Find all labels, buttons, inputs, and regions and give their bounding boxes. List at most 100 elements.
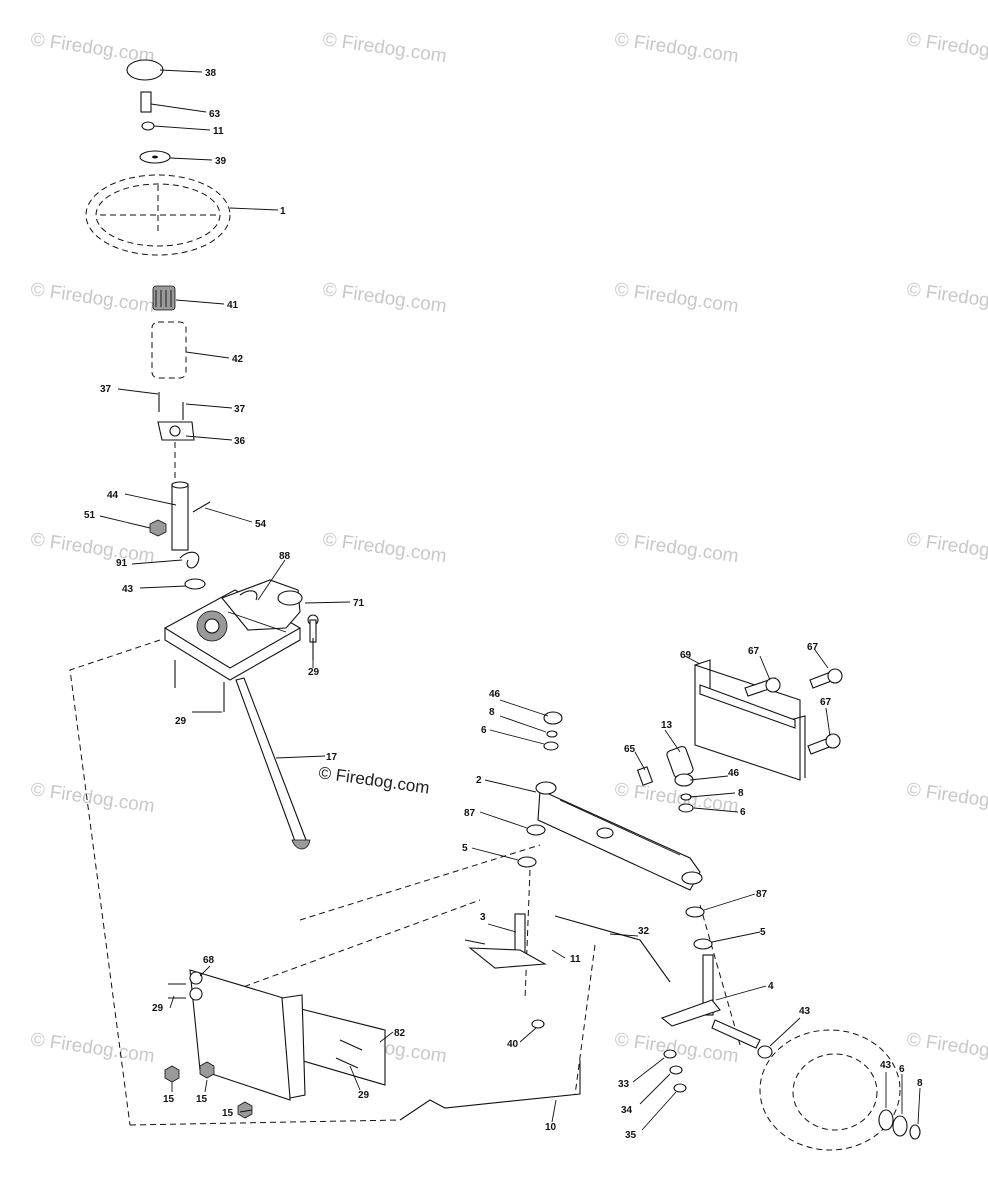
clip-part bbox=[239, 590, 258, 601]
part-label-68: 68 bbox=[203, 955, 215, 966]
front-axle-assembly bbox=[464, 659, 921, 1151]
spindle-part bbox=[514, 913, 526, 955]
steering-wheel-part bbox=[85, 174, 231, 256]
part-label-13: 13 bbox=[661, 720, 673, 731]
steering-column-assembly bbox=[85, 59, 231, 590]
part-label-51: 51 bbox=[84, 510, 96, 521]
part-label-67: 67 bbox=[807, 642, 819, 653]
washer-part bbox=[184, 578, 206, 590]
part-label-36: 36 bbox=[234, 436, 246, 447]
part-label-40: 40 bbox=[507, 1039, 519, 1050]
watermark-text: © Firedog.com bbox=[321, 29, 448, 67]
part-label-43: 43 bbox=[799, 1006, 811, 1017]
part-label-91: 91 bbox=[116, 558, 128, 569]
watermark-text: © Firedog.com bbox=[905, 529, 988, 567]
cap-part bbox=[543, 711, 563, 725]
washer-part bbox=[892, 1115, 908, 1137]
part-label-87: 87 bbox=[464, 808, 476, 819]
washer-part bbox=[531, 1019, 545, 1029]
part-label-87: 87 bbox=[756, 889, 768, 900]
washer-part bbox=[757, 1045, 773, 1059]
part-label-65: 65 bbox=[624, 744, 636, 755]
watermark-text: © Firedog.com bbox=[613, 1029, 740, 1067]
screw-part bbox=[158, 392, 184, 420]
part-label-34: 34 bbox=[621, 1105, 633, 1116]
part-label-44: 44 bbox=[107, 490, 119, 501]
bolt-part bbox=[174, 660, 225, 712]
steering-adapter-part bbox=[152, 285, 176, 311]
watermark-text: © Firedog.com bbox=[321, 529, 448, 567]
part-label-67: 67 bbox=[748, 646, 760, 657]
nut-part bbox=[237, 1101, 253, 1119]
part-label-15: 15 bbox=[222, 1108, 234, 1119]
lower-bracket-assembly bbox=[164, 969, 581, 1121]
part-label-67: 67 bbox=[820, 697, 832, 708]
part-label-42: 42 bbox=[232, 354, 244, 365]
part-label-11: 11 bbox=[570, 954, 581, 965]
part-label-43: 43 bbox=[122, 584, 134, 595]
part-label-46: 46 bbox=[489, 689, 501, 700]
part-label-35: 35 bbox=[625, 1130, 637, 1141]
steering-cap-part bbox=[126, 59, 164, 81]
assembly-outline bbox=[69, 639, 741, 1126]
part-label-63: 63 bbox=[209, 109, 221, 120]
part-label-10: 10 bbox=[545, 1122, 557, 1133]
part-label-15: 15 bbox=[196, 1094, 208, 1105]
part-label-37: 37 bbox=[100, 384, 112, 395]
steering-support-bracket-part bbox=[189, 969, 291, 1101]
part-label-88: 88 bbox=[279, 551, 291, 562]
watermark-text: © Firedog.com bbox=[29, 529, 156, 567]
part-label-82: 82 bbox=[394, 1028, 406, 1039]
sector-gear-part bbox=[221, 579, 301, 631]
part-label-8: 8 bbox=[738, 788, 744, 799]
column-bracket-part bbox=[157, 421, 195, 441]
bushing-part bbox=[526, 824, 546, 836]
pin-part bbox=[636, 766, 654, 786]
part-label-6: 6 bbox=[481, 725, 487, 736]
watermark-text: © Firedog.com bbox=[613, 529, 740, 567]
part-label-32: 32 bbox=[638, 926, 650, 937]
part-label-54: 54 bbox=[255, 519, 267, 530]
clip-part bbox=[909, 1124, 921, 1140]
bolt-part bbox=[335, 1039, 363, 1069]
drag-link-rod-part bbox=[399, 1060, 581, 1121]
watermark-text: © Firedog.com bbox=[29, 279, 156, 317]
watermark-text: © Firedog.com bbox=[321, 279, 448, 317]
watermark-text: © Firedog.com bbox=[905, 279, 988, 317]
tie-rod-part bbox=[554, 915, 671, 983]
spacer-part bbox=[666, 746, 694, 778]
watermark-text: © Firedog.com bbox=[29, 779, 156, 817]
part-label-29: 29 bbox=[152, 1003, 164, 1014]
washer-part bbox=[663, 1049, 677, 1059]
nut-part bbox=[164, 1065, 180, 1083]
part-label-8: 8 bbox=[489, 707, 495, 718]
washer-part bbox=[673, 1083, 687, 1093]
part-label-2: 2 bbox=[476, 775, 482, 786]
part-label-43: 43 bbox=[880, 1060, 892, 1071]
part-label-5: 5 bbox=[760, 927, 766, 938]
steering-boot-part bbox=[151, 321, 187, 379]
bolt-part bbox=[168, 983, 186, 999]
part-label-29: 29 bbox=[308, 667, 320, 678]
part-label-5: 5 bbox=[462, 843, 468, 854]
part-label-11: 11 bbox=[213, 126, 224, 137]
watermark-text: © Firedog.com bbox=[613, 29, 740, 67]
spring-clip-part bbox=[179, 551, 200, 569]
washer-part bbox=[678, 803, 694, 813]
lock-washer-part bbox=[141, 121, 155, 131]
part-label-33: 33 bbox=[618, 1079, 630, 1090]
clip-part bbox=[546, 730, 558, 738]
part-label-39: 39 bbox=[215, 156, 227, 167]
washer-part bbox=[669, 1065, 683, 1075]
part-label-29: 29 bbox=[358, 1090, 370, 1101]
part-label-15: 15 bbox=[163, 1094, 175, 1105]
part-label-38: 38 bbox=[205, 68, 217, 79]
bolt-part bbox=[140, 91, 152, 113]
part-label-37: 37 bbox=[234, 404, 246, 415]
nut-part bbox=[149, 519, 167, 537]
front-tire-part bbox=[759, 1029, 901, 1151]
bushing-part bbox=[693, 938, 713, 950]
watermark-text: © Firedog.com bbox=[613, 779, 740, 817]
watermark-text: © Firedog.com bbox=[29, 1029, 156, 1067]
